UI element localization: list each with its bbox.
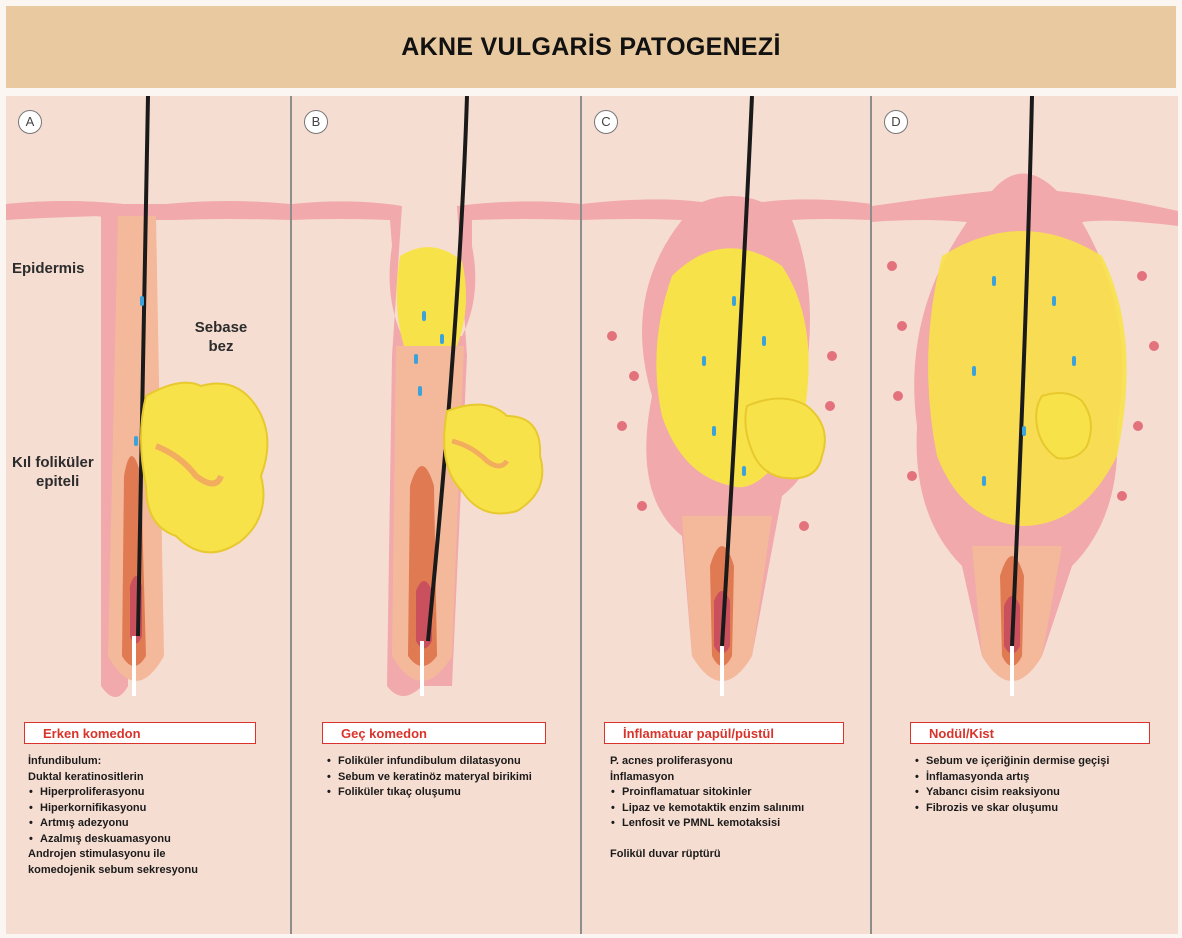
bacteria-a-2 bbox=[134, 436, 138, 446]
panel-b: B Geç komedon Foliküler infundibulum dil… bbox=[290, 96, 582, 934]
inflammatory-cell bbox=[897, 321, 907, 331]
panel-d-illustration bbox=[872, 96, 1178, 716]
panel-a: A Epidermis Sebase bez Kıl foliküler epi… bbox=[6, 96, 290, 934]
description-c: P. acnes proliferasyonu İnflamasyon Proi… bbox=[610, 754, 868, 862]
desc-d-bullet: İnflamasyonda artış bbox=[914, 770, 1176, 786]
description-d: Sebum ve içeriğinin dermise geçişi İnfla… bbox=[914, 754, 1176, 816]
panel-letter-a: A bbox=[18, 110, 42, 134]
inflammatory-cell bbox=[629, 371, 639, 381]
label-follicle-epithelium: Kıl foliküler epiteli bbox=[12, 453, 112, 491]
description-b: Foliküler infundibulum dilatasyonu Sebum… bbox=[326, 754, 566, 801]
desc-c-bullet: Proinflamatuar sitokinler bbox=[610, 785, 868, 801]
inflammatory-cell bbox=[607, 331, 617, 341]
panel-a-illustration bbox=[6, 96, 290, 716]
panel-letter-d: D bbox=[884, 110, 908, 134]
inflammatory-cell bbox=[1137, 271, 1147, 281]
bacteria-b-2 bbox=[440, 334, 444, 344]
bacteria-c-4 bbox=[712, 426, 716, 436]
label-epidermis-text: Epidermis bbox=[12, 260, 85, 277]
desc-a-outro-1: Androjen stimulasyonu ile bbox=[28, 847, 288, 863]
panel-d: D Nodül/Kist Sebum ve içeriğinin dermise… bbox=[870, 96, 1178, 934]
desc-a-bullet: Hiperkornifikasyonu bbox=[28, 801, 288, 817]
bacteria-d-4 bbox=[1072, 356, 1076, 366]
panel-letter-b: B bbox=[304, 110, 328, 134]
stage-label-b: Geç komedon bbox=[322, 722, 546, 744]
desc-a-bullet: Azalmış deskuamasyonu bbox=[28, 832, 288, 848]
desc-b-bullet: Sebum ve keratinöz materyal birikimi bbox=[326, 770, 566, 786]
inflammatory-cell bbox=[825, 401, 835, 411]
description-a: İnfundibulum: Duktal keratinositlerin Hi… bbox=[28, 754, 288, 878]
desc-c-intro-1: P. acnes proliferasyonu bbox=[610, 754, 868, 770]
inflammatory-cell bbox=[637, 501, 647, 511]
label-follicle-line2: epiteli bbox=[12, 472, 112, 491]
stage-label-c: İnflamatuar papül/püstül bbox=[604, 722, 844, 744]
inflammatory-cell bbox=[799, 521, 809, 531]
inflammatory-cell bbox=[893, 391, 903, 401]
label-follicle-line1: Kıl foliküler bbox=[12, 453, 112, 472]
label-epidermis: Epidermis bbox=[12, 259, 85, 278]
bacteria-d-2 bbox=[1052, 296, 1056, 306]
diagram-title: AKNE VULGARİS PATOGENEZİ bbox=[401, 33, 780, 62]
desc-d-bullet: Fibrozis ve skar oluşumu bbox=[914, 801, 1176, 817]
stage-label-d: Nodül/Kist bbox=[910, 722, 1150, 744]
bacteria-d-1 bbox=[992, 276, 996, 286]
bacteria-b-3 bbox=[414, 354, 418, 364]
bacteria-a-1 bbox=[140, 296, 144, 306]
desc-b-bullet: Foliküler infundibulum dilatasyonu bbox=[326, 754, 566, 770]
panels-row: A Epidermis Sebase bez Kıl foliküler epi… bbox=[6, 96, 1176, 934]
desc-a-intro-2: Duktal keratinositlerin bbox=[28, 770, 288, 786]
panel-b-illustration bbox=[292, 96, 582, 716]
inflammatory-cell bbox=[617, 421, 627, 431]
desc-c-intro-2: İnflamasyon bbox=[610, 770, 868, 786]
label-sebaceous: Sebase bez bbox=[186, 318, 256, 356]
bacteria-d-3 bbox=[972, 366, 976, 376]
panel-letter-c: C bbox=[594, 110, 618, 134]
inflammatory-cell bbox=[1149, 341, 1159, 351]
label-sebaceous-line1: Sebase bbox=[186, 318, 256, 337]
bacteria-b-1 bbox=[422, 311, 426, 321]
desc-a-intro-1: İnfundibulum: bbox=[28, 754, 288, 770]
inflammatory-cell bbox=[1133, 421, 1143, 431]
stage-label-a: Erken komedon bbox=[24, 722, 256, 744]
bacteria-d-5 bbox=[1022, 426, 1026, 436]
bacteria-c-3 bbox=[762, 336, 766, 346]
desc-b-bullet: Foliküler tıkaç oluşumu bbox=[326, 785, 566, 801]
bacteria-b-4 bbox=[418, 386, 422, 396]
bacteria-c-5 bbox=[742, 466, 746, 476]
desc-a-outro-2: komedojenik sebum sekresyonu bbox=[28, 863, 288, 879]
desc-d-bullet: Yabancı cisim reaksiyonu bbox=[914, 785, 1176, 801]
title-band: AKNE VULGARİS PATOGENEZİ bbox=[6, 6, 1176, 88]
desc-c-outro-1: Folikül duvar rüptürü bbox=[610, 847, 868, 863]
panel-c-illustration bbox=[582, 96, 872, 716]
desc-c-bullet: Lenfosit ve PMNL kemotaksisi bbox=[610, 816, 868, 832]
bacteria-d-6 bbox=[982, 476, 986, 486]
desc-a-bullet: Hiperproliferasyonu bbox=[28, 785, 288, 801]
inflammatory-cell bbox=[1117, 491, 1127, 501]
inflammatory-cell bbox=[907, 471, 917, 481]
desc-c-bullet: Lipaz ve kemotaktik enzim salınımı bbox=[610, 801, 868, 817]
inflammatory-cell bbox=[887, 261, 897, 271]
desc-d-bullet: Sebum ve içeriğinin dermise geçişi bbox=[914, 754, 1176, 770]
inflammatory-cell bbox=[827, 351, 837, 361]
label-sebaceous-line2: bez bbox=[186, 337, 256, 356]
bacteria-c-1 bbox=[732, 296, 736, 306]
bacteria-c-2 bbox=[702, 356, 706, 366]
panel-c: C İnflamatuar papül/püstül P. acnes prol… bbox=[580, 96, 872, 934]
desc-a-bullet: Artmış adezyonu bbox=[28, 816, 288, 832]
